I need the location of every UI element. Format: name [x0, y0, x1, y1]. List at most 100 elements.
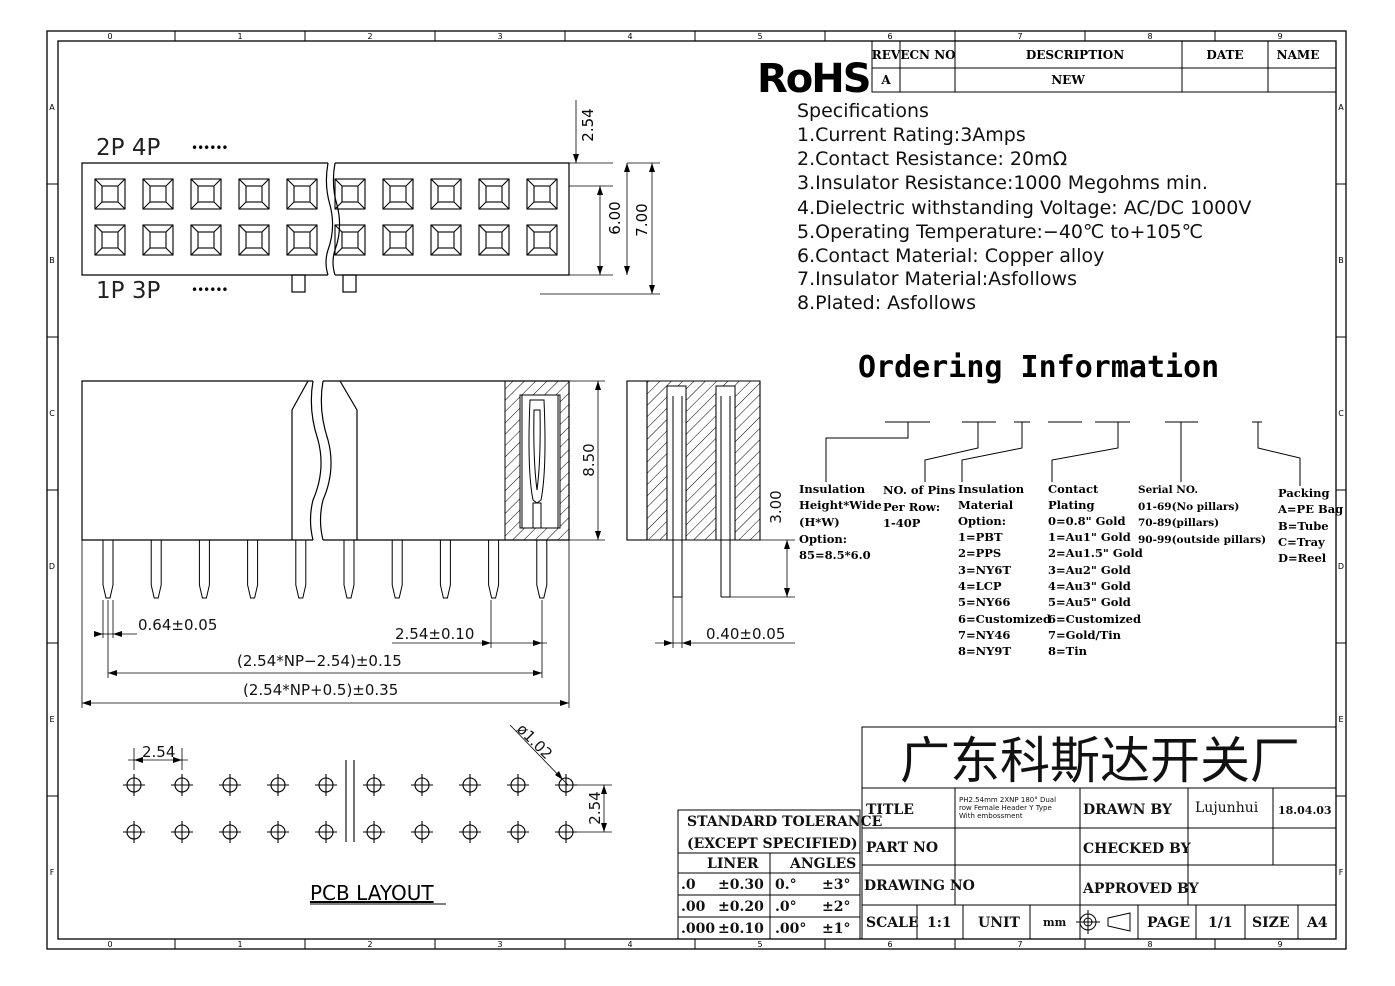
row-label: A [49, 103, 55, 112]
row-label: E [49, 715, 54, 724]
dim-hole-diameter: ø1.02 [513, 720, 556, 763]
insulation-height-text: Insulation Height*Wide (H*W) Option: 85=… [799, 482, 886, 562]
drawing-no-label: DRAWING NO [864, 878, 975, 894]
dim-front-pitch: 2.54±0.10 [395, 625, 474, 643]
dim-span-body: (2.54*NP+0.5)±0.35 [243, 681, 398, 699]
scale-value: 1:1 [927, 915, 952, 931]
drawn-by-value: Lujunhui [1195, 800, 1259, 816]
tolerance-cell: ±0.20 [718, 899, 764, 915]
row-label: D [1338, 562, 1344, 571]
col-label: 0 [107, 940, 112, 949]
pcb-layout-title: PCB LAYOUT [310, 881, 434, 905]
title-value: PH2.54mm 2XNP 180° Dual row Female Heade… [959, 796, 1058, 820]
tolerance-cell: ±2° [822, 899, 850, 915]
pin [343, 540, 355, 599]
col-label: 9 [1277, 940, 1282, 949]
row-label: C [49, 409, 55, 418]
col-label: 7 [1017, 32, 1022, 41]
contact-cavity [94, 178, 126, 210]
bottom-row-label: 1P 3P [96, 278, 160, 304]
pcb-hole-grid [123, 774, 577, 843]
tolerance-cell: 0.° [775, 877, 797, 893]
specifications: Specifications 1.Current Rating:3Amps 2.… [797, 100, 1251, 314]
contact-cavity [238, 178, 270, 210]
col-label: 6 [887, 940, 892, 949]
row-label: D [49, 562, 55, 571]
pcb-hole [171, 774, 193, 796]
unit-label: UNIT [978, 915, 1021, 931]
border-row-labels: A B C D E F A B C D E F [49, 103, 1344, 877]
unit-value: mm [1043, 916, 1067, 929]
pcb-hole [363, 774, 385, 796]
top-row-label: 2P 4P [96, 135, 160, 161]
description-header: DESCRIPTION [1026, 48, 1124, 62]
side-view: 3.00 0.40±0.05 [626, 380, 795, 648]
pin [198, 540, 210, 599]
pcb-hole [555, 821, 577, 843]
pin [391, 540, 403, 599]
dim-pin-width: 0.64±0.05 [138, 616, 217, 634]
col-label: 5 [757, 940, 762, 949]
revision-block: REV ECN NO DESCRIPTION DATE NAME A NEW [871, 40, 1337, 93]
pcb-hole [363, 821, 385, 843]
col-label: 0 [107, 32, 112, 41]
dim-outer-width: 7.00 [633, 203, 651, 236]
rev-header: REV [872, 48, 901, 62]
dim-inner-width: 6.00 [606, 201, 624, 234]
page-label: PAGE [1147, 915, 1190, 931]
col-label: 9 [1277, 32, 1282, 41]
tolerance-title-1: STANDARD TOLERANCE [687, 814, 882, 830]
col-label: 7 [1017, 940, 1022, 949]
approved-by-label: APPROVED BY [1082, 881, 1200, 897]
spec-line: 4.Dielectric withstanding Voltage: AC/DC… [797, 197, 1251, 219]
tolerance-cell: ±0.30 [718, 877, 764, 893]
size-value: A4 [1306, 915, 1328, 931]
col-label: 8 [1147, 940, 1152, 949]
contact-cavity [334, 224, 366, 256]
pcb-hole [267, 821, 289, 843]
pcb-layout: 2.54 2.54 ø1.02 PCB LAYOUT [123, 720, 612, 905]
dim-pin-thickness: 0.40±0.05 [706, 625, 785, 643]
pcb-hole [555, 774, 577, 796]
ordering-information: Ordering Information Insulation Height*W… [799, 350, 1343, 658]
pins-per-row-text: NO. of Pins Per Row: 1-40P [883, 483, 959, 530]
front-view: 8.50 0.64±0.05 2.54±0.10 (2.54*NP−2.54)±… [81, 380, 605, 708]
tolerance-cell: ±0.10 [718, 921, 764, 937]
description-value: NEW [1051, 73, 1085, 87]
title-block: 广东科斯达开关厂 TITLE PART NO DRAWING NO DRAWN … [861, 726, 1337, 940]
pcb-hole [459, 821, 481, 843]
contact-cavity [334, 178, 366, 210]
dim-pin-length: 3.00 [767, 490, 785, 523]
tolerance-cell: .0° [775, 899, 797, 915]
contact-cavity [94, 224, 126, 256]
contact-cavity [478, 224, 510, 256]
col-label: 8 [1147, 32, 1152, 41]
top-row-dots: •••••• [191, 141, 227, 155]
cavity-grid [94, 178, 558, 256]
dim-span-pins: (2.54*NP−2.54)±0.15 [237, 652, 402, 670]
contact-cavity [478, 178, 510, 210]
row-label: F [1339, 868, 1344, 877]
col-label: 3 [497, 940, 502, 949]
dim-height: 8.50 [580, 443, 598, 476]
drawn-by-label: DRAWN BY [1083, 802, 1173, 818]
row-label: A [1338, 103, 1344, 112]
col-label: 5 [757, 32, 762, 41]
spec-heading: Specifications [797, 100, 929, 122]
pcb-hole [459, 774, 481, 796]
col-label: 2 [367, 32, 372, 41]
pcb-hole [123, 774, 145, 796]
contact-cavity [238, 224, 270, 256]
bottom-row-dots: •••••• [191, 283, 227, 297]
tolerance-table: STANDARD TOLERANCE (EXCEPT SPECIFIED) LI… [677, 809, 882, 940]
tolerance-cell: ±1° [822, 921, 850, 937]
tolerance-col-liner: LINER [707, 856, 759, 872]
border-column-labels: 0 1 2 3 4 5 6 7 8 9 0 1 2 3 4 5 6 7 8 9 [107, 32, 1282, 949]
row-label: F [50, 868, 55, 877]
pin [536, 540, 548, 599]
front-pins [102, 540, 548, 599]
col-label: 1 [237, 940, 242, 949]
contact-cavity [286, 178, 318, 210]
contact-cavity [526, 178, 558, 210]
